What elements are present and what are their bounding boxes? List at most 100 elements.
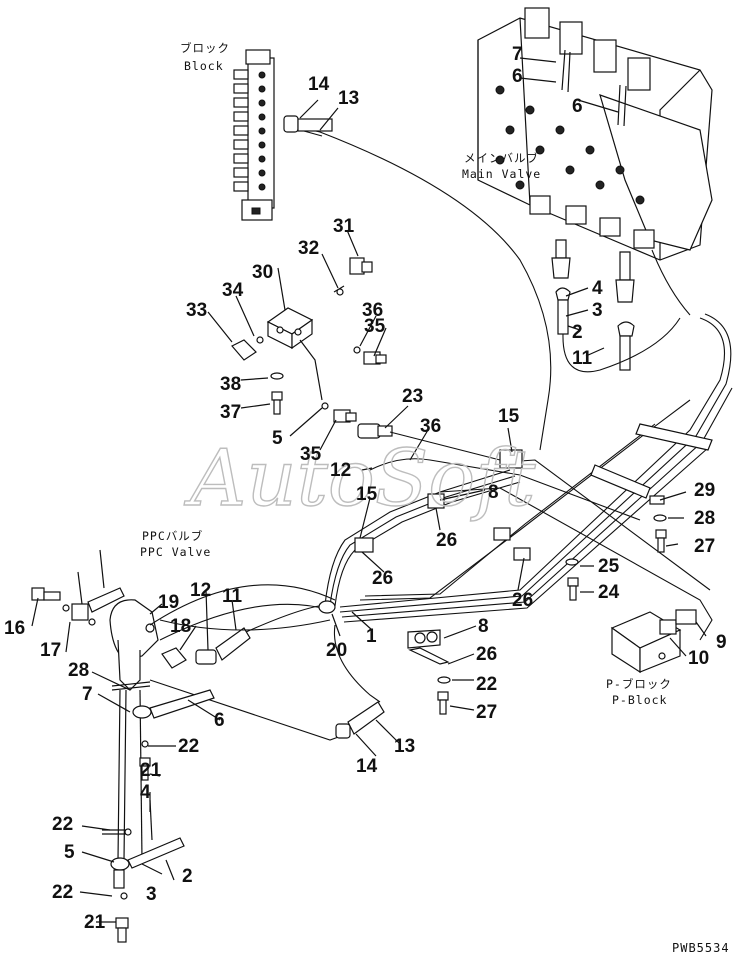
main-valve — [477, 7, 713, 261]
block-port — [233, 111, 249, 122]
block-hole — [258, 155, 266, 163]
callout-15: 15 — [498, 406, 520, 427]
valve-hole — [525, 105, 535, 115]
callout-25: 25 — [598, 556, 620, 577]
callout-21: 21 — [84, 912, 106, 933]
callout-28: 28 — [694, 508, 715, 529]
valve-fittings — [551, 239, 635, 371]
callout-27: 27 — [694, 536, 715, 557]
block-hole — [258, 85, 266, 93]
block-manifold — [233, 49, 275, 221]
block-port — [233, 69, 249, 80]
callout-36: 36 — [362, 300, 383, 321]
ppc-valve — [109, 599, 159, 691]
block-label-jp: ブロック — [180, 41, 230, 55]
bolt-27-right — [655, 529, 667, 553]
callout-6: 6 — [512, 66, 523, 87]
block-port — [233, 139, 249, 150]
block-hole — [258, 169, 266, 177]
valve-hole — [535, 145, 545, 155]
callout-14: 14 — [308, 74, 330, 95]
callout-7: 7 — [82, 684, 93, 705]
valve-hole — [595, 180, 605, 190]
callout-13: 13 — [394, 736, 415, 757]
callout-11: 11 — [572, 348, 593, 369]
callout-1: 1 — [366, 626, 377, 647]
callout-22: 22 — [52, 882, 73, 903]
callout-13: 13 — [338, 88, 359, 109]
fitting-18 — [161, 647, 187, 669]
block-hole — [258, 141, 266, 149]
callout-26: 26 — [476, 644, 497, 665]
callout-16: 16 — [4, 618, 25, 639]
callout-37: 37 — [220, 402, 241, 423]
callout-5: 5 — [272, 428, 283, 449]
hose-end-13-lower — [335, 701, 385, 739]
callout-29: 29 — [694, 480, 715, 501]
callout-6: 6 — [572, 96, 583, 117]
callout-27: 27 — [476, 702, 497, 723]
callout-36: 36 — [420, 416, 441, 437]
callout-28: 28 — [68, 660, 89, 681]
callout-4: 4 — [140, 782, 151, 803]
callout-19: 19 — [158, 592, 179, 613]
watermark: AutoSoft — [184, 434, 536, 524]
callout-23: 23 — [402, 386, 423, 407]
block-hole — [258, 113, 266, 121]
callout-8: 8 — [488, 482, 499, 503]
block-port — [233, 167, 249, 178]
callout-22: 22 — [52, 814, 73, 835]
hose-bundle — [324, 313, 733, 641]
block-hole — [258, 71, 266, 79]
p-block-label-en: P-Block — [612, 693, 667, 707]
callout-3: 3 — [146, 884, 157, 905]
fitting-31 — [349, 257, 373, 275]
callout-34: 34 — [222, 280, 244, 301]
valve-hole — [555, 125, 565, 135]
valve-hole — [495, 85, 505, 95]
callout-12: 12 — [330, 460, 351, 481]
callout-26: 26 — [372, 568, 393, 589]
callout-26: 26 — [512, 590, 533, 611]
fitting-33 — [231, 339, 257, 361]
block-port — [233, 125, 249, 136]
callout-35: 35 — [364, 316, 386, 337]
valve-hole — [585, 145, 595, 155]
callout-33: 33 — [186, 300, 207, 321]
callout-21: 21 — [140, 760, 162, 781]
callout-38: 38 — [220, 374, 241, 395]
drawing-code: PWB5534 — [672, 941, 730, 955]
block-port — [233, 97, 249, 108]
callout-35: 35 — [300, 444, 322, 465]
callout-30: 30 — [252, 262, 273, 283]
bolt-37 — [271, 391, 283, 415]
callout-17: 17 — [40, 640, 61, 661]
callout-22: 22 — [476, 674, 497, 695]
callout-2: 2 — [182, 866, 193, 887]
block-port — [233, 153, 249, 164]
callout-18: 18 — [170, 616, 191, 637]
valve-hole — [505, 125, 515, 135]
switch-block-30 — [266, 307, 314, 350]
callout-26: 26 — [436, 530, 457, 551]
ppc-valve-label-en: PPC Valve — [140, 545, 211, 559]
callout-9: 9 — [716, 632, 727, 653]
callout-7: 7 — [512, 44, 523, 65]
callout-6: 6 — [214, 710, 225, 731]
hose-fitting-14 — [283, 115, 333, 133]
callout-15: 15 — [356, 484, 378, 505]
fitting-10-right — [659, 609, 697, 635]
callout-5: 5 — [64, 842, 75, 863]
fitting-12-mid — [357, 423, 393, 439]
callout-32: 32 — [298, 238, 319, 259]
callout-10: 10 — [688, 648, 709, 669]
banjo-upper — [132, 689, 215, 719]
callout-14: 14 — [356, 756, 378, 777]
block-hole — [258, 183, 266, 191]
callout-4: 4 — [592, 278, 603, 299]
valve-hole — [515, 180, 525, 190]
valve-hole — [495, 155, 505, 165]
